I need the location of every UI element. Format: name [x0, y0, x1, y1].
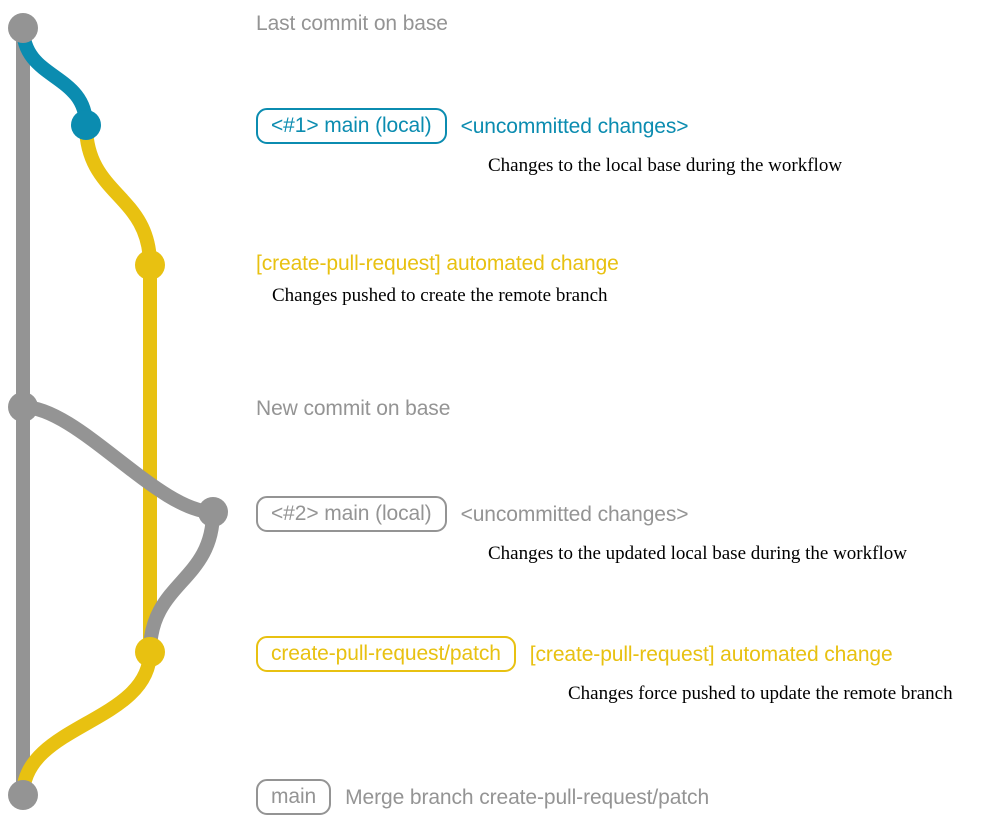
commit-entry-automated-change-2: create-pull-request/patch [create-pull-r… [256, 636, 953, 703]
branch-ref-pill-main[interactable]: main [256, 779, 332, 815]
commit-headline: Last commit on base [256, 13, 448, 34]
commit-entry-last-commit-on-base: Last commit on base [256, 13, 448, 34]
commit-description: Changes to the updated local base during… [488, 543, 907, 564]
commit-entry-local-main-2: <#2> main (local) <uncommitted changes> … [256, 496, 907, 563]
commit-subject: Last commit on base [256, 12, 448, 35]
commit-headline: <#1> main (local) <uncommitted changes> [256, 108, 842, 144]
commit-headline: main Merge branch create-pull-request/pa… [256, 779, 709, 815]
yellow-branch-from-local-1 [79, 118, 157, 272]
commit-node-local-main-2[interactable] [198, 497, 228, 527]
commit-entry-automated-change-1: [create-pull-request] automated change C… [256, 253, 619, 305]
commit-headline: create-pull-request/patch [create-pull-r… [256, 636, 953, 672]
commit-description: Changes pushed to create the remote bran… [272, 285, 608, 306]
commit-entry-local-main-1: <#1> main (local) <uncommitted changes> … [256, 108, 842, 175]
commit-subject: [create-pull-request] automated change [529, 642, 893, 666]
commit-subject: <uncommitted changes> [460, 114, 689, 138]
blue-branch-from-base [16, 21, 93, 132]
commit-node-merge-commit-main[interactable] [8, 780, 38, 810]
branch-ref-pill-local-main-2[interactable]: <#2> main (local) [256, 496, 447, 532]
commit-node-automated-change-2[interactable] [135, 637, 165, 667]
gray-branch-to-local-2 [16, 400, 220, 519]
commit-node-automated-change-1[interactable] [135, 250, 165, 280]
branch-ref-pill-create-pull-request-patch[interactable]: create-pull-request/patch [256, 636, 516, 672]
commit-entry-merge-commit-main: main Merge branch create-pull-request/pa… [256, 779, 709, 815]
commit-subject: New commit on base [256, 397, 451, 420]
commit-node-last-commit-on-base[interactable] [8, 13, 38, 43]
commit-subject: Merge branch create-pull-request/patch [345, 785, 710, 809]
commit-entry-new-commit-on-base: New commit on base [256, 398, 450, 419]
branch-ref-pill-local-main-1[interactable]: <#1> main (local) [256, 108, 447, 144]
commit-node-new-commit-on-base[interactable] [8, 392, 38, 422]
yellow-merge-to-base [16, 645, 157, 802]
gray-branch-from-local-2 [143, 505, 220, 659]
commit-headline: [create-pull-request] automated change [256, 253, 619, 274]
commit-subject: [create-pull-request] automated change [256, 252, 619, 275]
commit-node-local-main-1[interactable] [71, 110, 101, 140]
commit-subject: <uncommitted changes> [460, 502, 689, 526]
commit-headline: New commit on base [256, 398, 450, 419]
commit-description: Changes force pushed to update the remot… [568, 683, 953, 704]
commit-headline: <#2> main (local) <uncommitted changes> [256, 496, 907, 532]
commit-description: Changes to the local base during the wor… [488, 155, 843, 176]
